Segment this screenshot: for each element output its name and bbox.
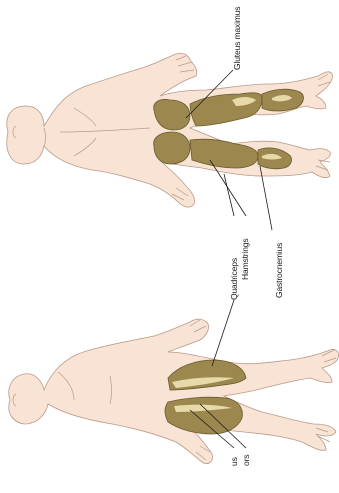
label-gluteus-maximus: Gluteus maximus bbox=[232, 7, 242, 70]
label-hamstrings: Hamstrings bbox=[240, 239, 250, 280]
posterior-body-outline bbox=[7, 53, 333, 207]
label-edge-2: ors bbox=[241, 455, 251, 466]
label-quadriceps: Quadriceps bbox=[229, 258, 239, 300]
labels: Gluteus maximus Quadriceps Hamstrings Ga… bbox=[229, 7, 284, 466]
posterior-muscles bbox=[154, 89, 304, 169]
anterior-body-figure bbox=[9, 319, 339, 463]
label-edge-1: us bbox=[229, 457, 239, 466]
gluteus-maximus-lower bbox=[154, 132, 190, 164]
leader-quadriceps-bottom bbox=[212, 300, 234, 366]
anterior-body-outline bbox=[9, 319, 339, 463]
posterior-body-figure bbox=[7, 53, 333, 207]
label-gastrocnemius: Gastrocnemius bbox=[274, 243, 284, 298]
